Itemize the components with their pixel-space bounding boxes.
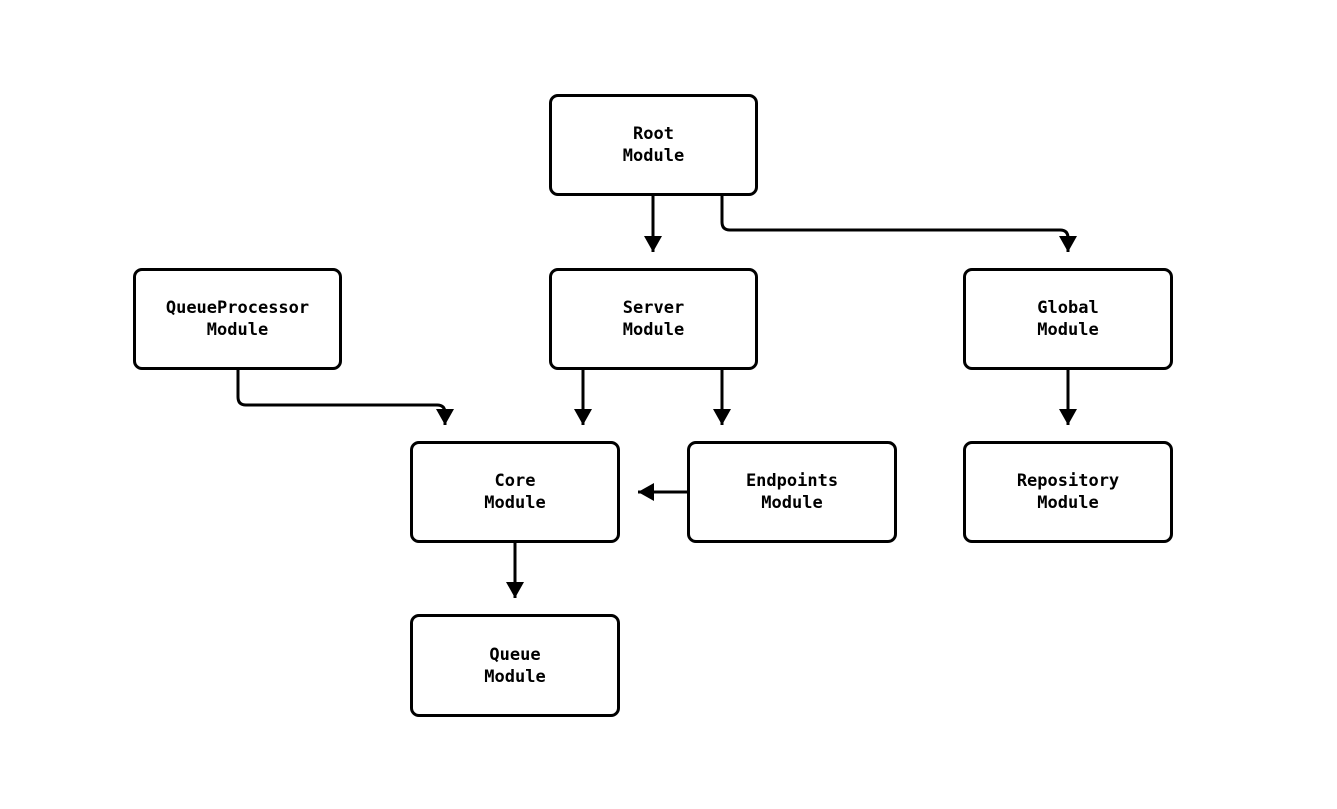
- node-queueprocessor-label: QueueProcessor Module: [165, 298, 310, 340]
- edge-root-server: [644, 196, 662, 252]
- edge-root-global: [720, 196, 1077, 252]
- edge-server-endpoints: [713, 370, 731, 425]
- node-queueprocessor[interactable]: QueueProcessor Module: [133, 268, 342, 370]
- node-core-label: Core Module: [484, 471, 546, 513]
- node-global-label: Global Module: [1037, 298, 1099, 340]
- edge-global-repository: [1059, 370, 1077, 425]
- node-endpoints-label: Endpoints Module: [745, 471, 839, 513]
- edge-endpoints-core: [638, 483, 687, 501]
- node-queue[interactable]: Queue Module: [410, 614, 620, 717]
- edge-queueprocessor-core: [236, 370, 454, 425]
- node-root-label: Root Module: [622, 124, 685, 166]
- node-repository-label: Repository Module: [1016, 471, 1120, 513]
- node-global[interactable]: Global Module: [963, 268, 1173, 370]
- node-endpoints[interactable]: Endpoints Module: [687, 441, 897, 543]
- node-server-label: Server Module: [622, 298, 685, 340]
- node-root[interactable]: Root Module: [549, 94, 758, 196]
- edge-server-core: [574, 370, 592, 425]
- edge-core-queue: [506, 543, 524, 598]
- node-server[interactable]: Server Module: [549, 268, 758, 370]
- node-repository[interactable]: Repository Module: [963, 441, 1173, 543]
- node-core[interactable]: Core Module: [410, 441, 620, 543]
- node-queue-label: Queue Module: [484, 644, 546, 687]
